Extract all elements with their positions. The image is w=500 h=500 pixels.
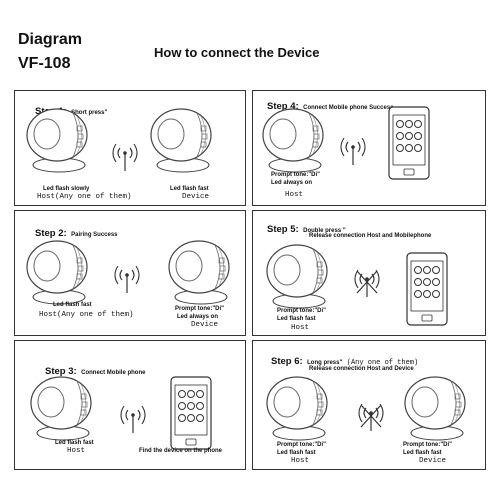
host-prompt-caption: Prompt tone:"Di" [277, 442, 327, 448]
no-signal-icon [367, 283, 368, 284]
step-5-panel: Step 5: Double press " Release connectio… [252, 210, 486, 336]
host-caption: Led flash fast [55, 440, 94, 446]
prompt-caption: Prompt tone:"Di" [277, 308, 327, 314]
phone-icon [406, 252, 448, 326]
device-name: Device [419, 457, 447, 465]
host-speaker-icon [266, 244, 328, 309]
host-speaker-icon [30, 376, 92, 441]
brand-title: Diagram [18, 31, 83, 48]
page-title: How to connect the Device [154, 45, 320, 60]
step-4-heading: Step 4: Connect Mobile phone Success [267, 101, 394, 112]
device-prompt-caption: Prompt tone:"Di" [175, 306, 225, 312]
phone-icon [170, 376, 212, 450]
device-speaker-icon [168, 240, 230, 305]
no-signal-icon [371, 417, 372, 418]
step-3-panel: Step 3: Connect Mobile phone Led flash f… [14, 340, 246, 470]
host-speaker-icon [26, 108, 88, 173]
host-name: Host(Any one of them) [37, 193, 132, 201]
device-name: Device [191, 321, 219, 329]
signal-icon [340, 137, 366, 166]
step-6-heading: Step 6: Long press" (Any one of them) [271, 356, 419, 367]
step-6-panel: Step 6: Long press" (Any one of them) Re… [252, 340, 486, 470]
device-speaker-icon [150, 108, 212, 173]
host-name: Host(Any one of them) [39, 311, 134, 319]
signal-icon [120, 405, 146, 434]
phone-icon [388, 106, 430, 180]
device-name: Device [182, 193, 210, 201]
device-prompt-caption: Prompt tone:"Di" [403, 442, 453, 448]
host-name: Host [291, 324, 310, 332]
host-caption: Led flash fast [53, 302, 92, 308]
step-5-subtitle: Release connection Host and Mobilephone [309, 233, 432, 239]
led-caption: Led always on [271, 180, 313, 186]
step-2-heading: Step 2: Pairing Success [35, 228, 118, 239]
host-speaker-icon [266, 376, 328, 441]
device-speaker-icon [404, 376, 466, 441]
host-name: Host [285, 191, 304, 199]
signal-icon [112, 143, 138, 172]
step-4-panel: Step 4: Connect Mobile phone Success Pro… [252, 90, 486, 206]
step-5-heading: Step 5: Double press " [267, 224, 346, 235]
model-title: VF-108 [18, 55, 71, 72]
device-led-caption: Led always on [177, 314, 219, 320]
phone-caption: Find the device on the phone [139, 448, 223, 454]
step-1-panel: Step 1: Short press" Led flash slowly Ho… [14, 90, 246, 206]
step-3-heading: Step 3: Connect Mobile phone [45, 366, 146, 377]
step-2-panel: Step 2: Pairing Success Led flash fast H… [14, 210, 246, 336]
prompt-caption: Prompt tone:"Di" [271, 172, 321, 178]
device-led-caption: Led flash fast [403, 450, 442, 456]
step-6-subtitle: Release connection Host and Device [309, 366, 414, 372]
host-speaker-icon [262, 108, 324, 173]
host-name: Host [291, 457, 310, 465]
host-name: Host [67, 447, 86, 455]
signal-icon [114, 265, 140, 294]
led-caption: Led flash fast [277, 316, 316, 322]
host-led-caption: Led flash fast [277, 450, 316, 456]
device-caption: Led flash fast [170, 186, 209, 192]
host-caption: Led flash slowly [43, 186, 90, 192]
host-speaker-icon [26, 240, 88, 305]
